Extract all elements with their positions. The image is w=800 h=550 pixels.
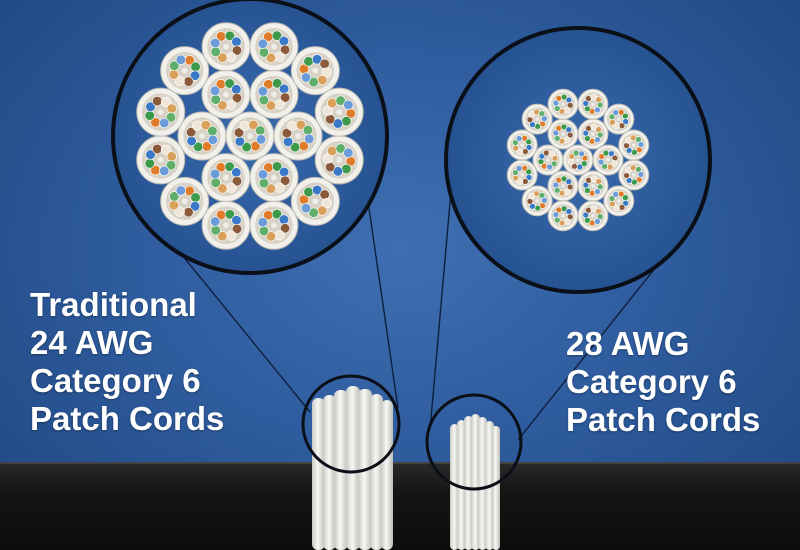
left-cable-bundle <box>312 386 393 550</box>
right-bundle-circle <box>425 393 523 491</box>
right-caption-line-1: 28 AWG <box>566 325 690 362</box>
left-cable-cross-section <box>136 22 364 250</box>
left-caption-line-3: Category 6 <box>30 362 201 399</box>
left-caption-line-2: 24 AWG <box>30 324 154 361</box>
right-cable-bundle <box>450 414 500 550</box>
right-caption-line-3: Patch Cords <box>566 401 761 438</box>
right-cable-cross-section <box>506 88 650 232</box>
left-caption-line-1: Traditional <box>30 286 197 323</box>
right-caption-line-2: Category 6 <box>566 363 737 400</box>
right-caption: 28 AWG Category 6 Patch Cords <box>566 325 760 439</box>
table-surface <box>0 462 800 550</box>
left-bundle-circle <box>301 374 401 474</box>
left-caption-line-4: Patch Cords <box>30 400 225 437</box>
left-caption: Traditional 24 AWG Category 6 Patch Cord… <box>30 286 224 438</box>
